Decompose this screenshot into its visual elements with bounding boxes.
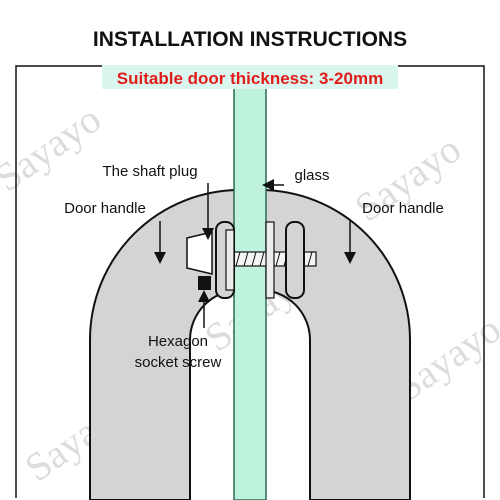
right-door-handle <box>259 188 411 500</box>
arrowhead-door-handle-left <box>154 252 166 264</box>
label-shaft-plug: The shaft plug <box>102 163 197 180</box>
hexagon-socket-screw <box>198 276 211 290</box>
right-washer-inner <box>265 221 275 299</box>
shaft-plug <box>186 231 213 275</box>
right-washer <box>285 221 305 299</box>
arrowhead-door-handle-right <box>344 252 356 264</box>
arrowhead-shaft-plug <box>202 228 214 240</box>
label-glass: glass <box>294 167 329 184</box>
left-washer-inner <box>225 229 235 291</box>
label-door-handle-left: Door handle <box>64 200 146 217</box>
subtitle-banner <box>102 65 398 89</box>
leader-lines <box>154 179 356 328</box>
page-title: INSTALLATION INSTRUCTIONS <box>93 28 407 51</box>
arrowhead-hexagon <box>198 290 210 302</box>
subtitle-text: Suitable door thickness: 3-20mm <box>117 69 383 88</box>
arrowhead-glass <box>262 179 274 191</box>
label-hexagon-line1: Hexagon <box>148 333 208 350</box>
glass-panel <box>233 65 267 500</box>
label-door-handle-right: Door handle <box>362 200 444 217</box>
label-hexagon-line2: socket screw <box>135 354 222 371</box>
